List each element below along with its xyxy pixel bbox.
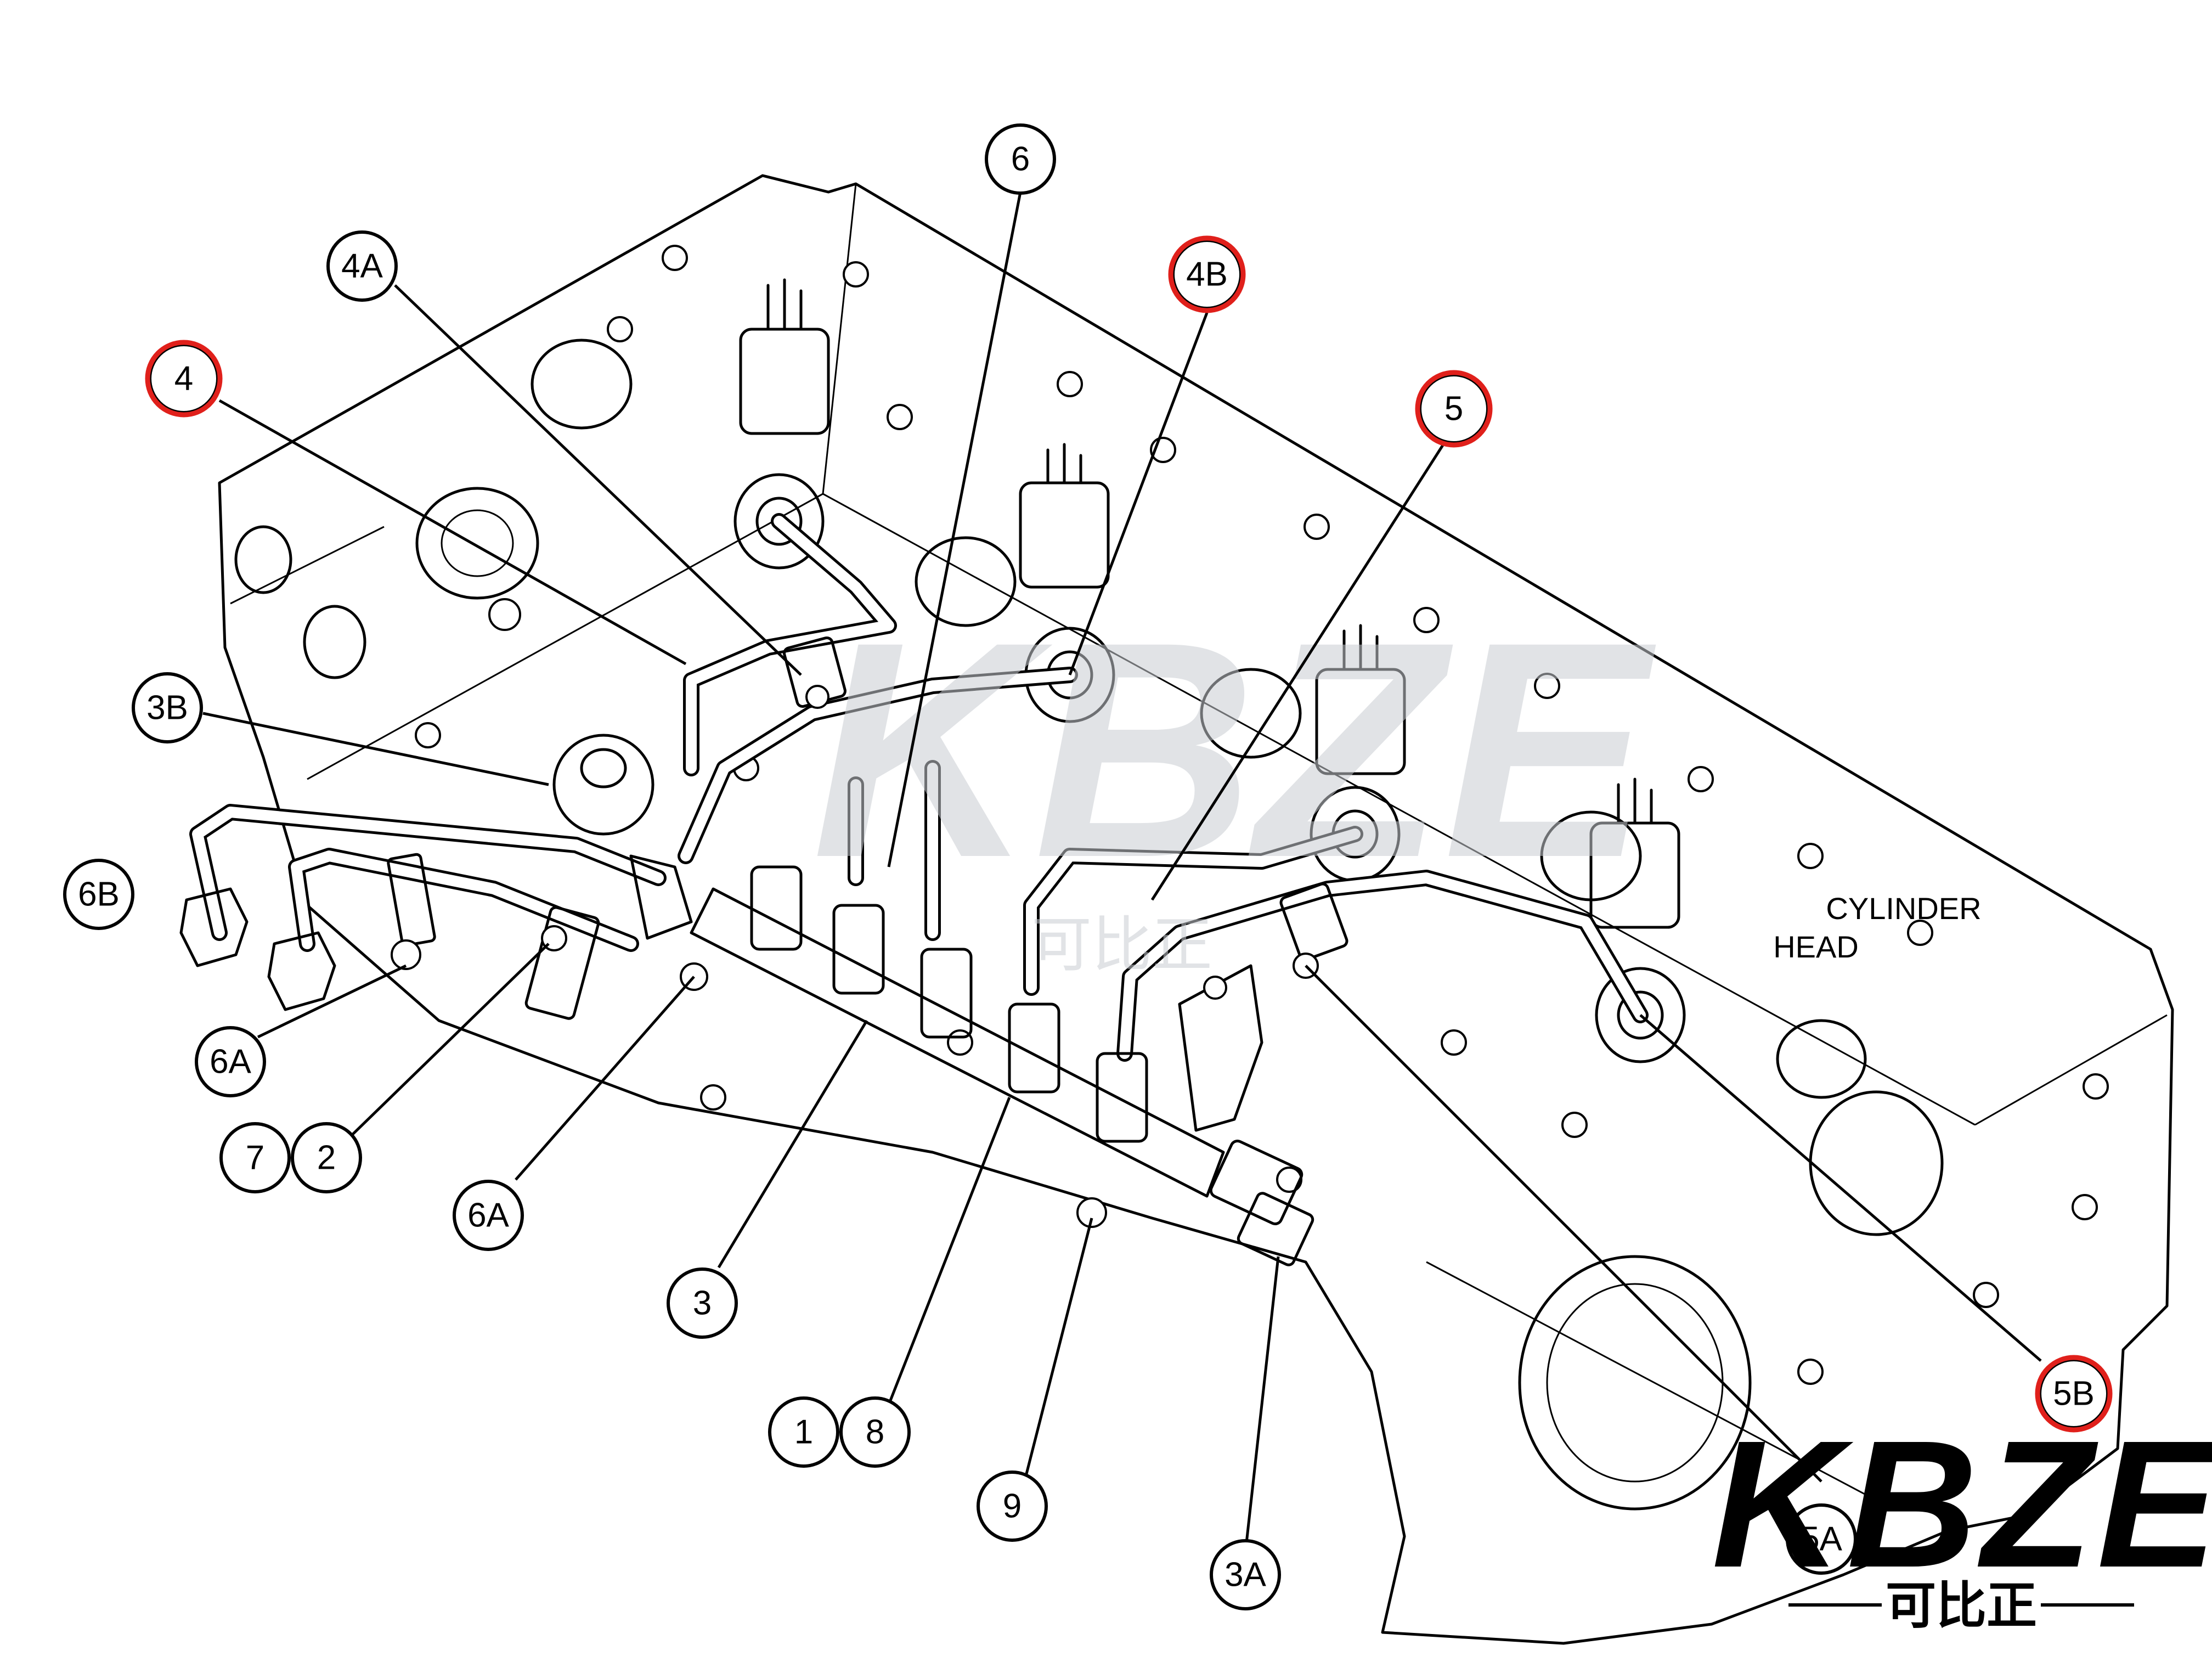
callout-label: 3A: [1224, 1556, 1266, 1594]
callout-label: 5B: [2053, 1375, 2095, 1413]
leader-4A: [394, 284, 802, 676]
callout-4: 4: [145, 340, 223, 418]
callout-circle: [63, 859, 134, 930]
callout-label: 7: [246, 1139, 264, 1177]
cylinder-head-label: CYLINDER HEAD: [1773, 891, 1981, 964]
callout-circle: [667, 1267, 738, 1339]
leader-6A-left: [257, 964, 407, 1039]
callout-label: 6A: [467, 1197, 509, 1235]
callout-3: 3: [667, 1267, 738, 1339]
leader-8: [887, 1097, 1011, 1405]
callout-6a-left: 6A: [195, 1026, 266, 1097]
callout-highlight-ring: [145, 340, 223, 418]
kbze-logo: KBZE 可比正: [1712, 1402, 2212, 1634]
callout-label: 9: [1003, 1488, 1022, 1525]
callout-label: 5A: [1801, 1520, 1842, 1558]
leader-3: [717, 1019, 868, 1269]
leader-5A: [1305, 965, 1822, 1483]
callout-4b: 4B: [1168, 235, 1246, 313]
callout-circle: [1210, 1539, 1281, 1610]
leader-5B: [1639, 1014, 2042, 1362]
kbze-watermark: KBZE 可比正: [812, 578, 1660, 979]
callout-circle: [1786, 1503, 1857, 1575]
callout-3b: 3B: [132, 672, 203, 743]
watermark-sub: 可比正: [1031, 911, 1212, 979]
callout-label: 4B: [1186, 256, 1228, 294]
callout-1: 1: [768, 1396, 839, 1468]
callout-circle: [453, 1180, 524, 1251]
callout-label: 3: [693, 1284, 712, 1322]
callout-circle: [768, 1396, 839, 1468]
watermark-text: KBZE: [812, 578, 1660, 921]
callout-label: 4: [174, 360, 193, 398]
leader-9: [1024, 1218, 1093, 1477]
fuel-injectors: [733, 278, 1686, 1063]
leader-4B: [1068, 312, 1209, 675]
callout-circle: [195, 1026, 266, 1097]
callout-9: 9: [977, 1471, 1048, 1542]
callout-label: 6B: [78, 876, 120, 914]
leader-6: [887, 191, 1022, 867]
callout-5b: 5B: [2035, 1355, 2113, 1433]
callout-6b: 6B: [63, 859, 134, 930]
leader-3B: [202, 712, 549, 786]
callout-label: 6: [1011, 140, 1030, 178]
injector-4: [1589, 778, 1686, 1063]
callout-label: 1: [794, 1413, 813, 1451]
callout-label: 8: [866, 1413, 884, 1451]
callout-circle: [132, 672, 203, 743]
injector-1: [733, 278, 830, 570]
callout-highlight-ring: [2035, 1355, 2113, 1433]
leader-2: [350, 943, 550, 1137]
callout-2: 2: [291, 1122, 362, 1193]
callout-label: 3B: [146, 689, 188, 727]
fuel-lines: [189, 513, 1649, 1062]
cylinder-head-label-line-2: HEAD: [1773, 929, 1859, 964]
callout-label: 6A: [210, 1043, 251, 1081]
cylinder-head-drawing: [218, 174, 2174, 1645]
callout-4a: 4A: [326, 230, 398, 302]
callout-circle: [977, 1471, 1048, 1542]
callout-markers: 6 4A 4B 4 5 3B 6B 6A 7 2 6A 3 1 8 9 3A 5A 5B: [63, 123, 2113, 1610]
leader-3A: [1244, 1256, 1280, 1553]
callout-circle: [219, 1122, 291, 1193]
callout-5: 5: [1415, 370, 1493, 448]
callout-3a: 3A: [1210, 1539, 1281, 1610]
callout-circle: [291, 1122, 362, 1193]
injector-2: [1019, 443, 1115, 723]
callout-8: 8: [839, 1396, 911, 1468]
logo-sub: 可比正: [1886, 1578, 2037, 1634]
callout-highlight-ring: [1168, 235, 1246, 313]
fuel-rail: [690, 865, 1314, 1266]
callout-7: 7: [219, 1122, 291, 1193]
callout-5a: 5A: [1786, 1503, 1857, 1575]
callout-label: 2: [317, 1139, 336, 1177]
callout-6a-mid: 6A: [453, 1180, 524, 1251]
leader-6A-mid: [515, 976, 695, 1181]
callout-circle: [839, 1396, 911, 1468]
logo-text: KBZE: [1712, 1402, 2212, 1605]
callout-label: 4A: [341, 247, 383, 285]
callout-leader-lines: [202, 191, 2042, 1553]
callout-label: 5: [1444, 390, 1463, 428]
leader-5: [1150, 427, 1455, 901]
callout-6: 6: [985, 123, 1056, 195]
callout-circle: [985, 123, 1056, 195]
callout-circle: [326, 230, 398, 302]
leader-4: [218, 399, 687, 666]
callout-highlight-ring: [1415, 370, 1493, 448]
cylinder-head-label-line-1: CYLINDER: [1826, 891, 1981, 926]
